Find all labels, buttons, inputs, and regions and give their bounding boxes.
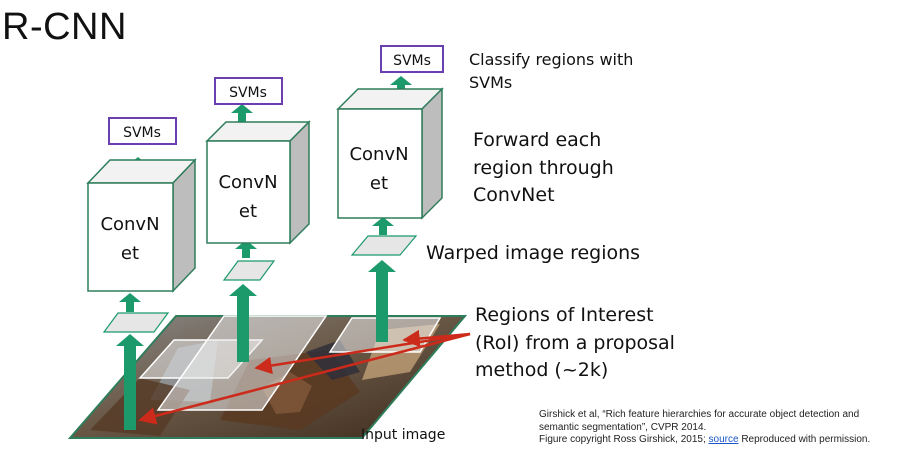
roi-arrow-3 [402, 329, 471, 348]
roi-pointer-arrows [138, 329, 471, 425]
citation-line1: Girshick et al, “Rich feature hierarchie… [539, 409, 860, 420]
arrow-convnet-to-svm-2 [231, 104, 253, 128]
arrow-input-to-warped-1 [116, 334, 144, 430]
svm-box-1: SVMs [108, 117, 177, 145]
svm-annotation-line2: SVMs [469, 73, 513, 93]
convnet-box-2: ConvN et [205, 120, 311, 245]
svm-annotation: Classify regions with SVMs [469, 48, 633, 94]
svm-annotation-line1: Classify regions with [469, 50, 634, 69]
convnet-1-label-line1: ConvN [100, 214, 159, 235]
citation-line2: semantic segmentation”, CVPR 2014. [539, 421, 707, 433]
roi-arrow-1 [138, 332, 471, 425]
citation: Girshick et al, “Rich feature hierarchie… [539, 409, 909, 447]
arrow-warped-to-convnet-2 [235, 240, 257, 258]
arrow-input-to-warped-3 [368, 260, 396, 342]
forward-annotation-line3: ConvNet [473, 184, 555, 207]
svm-3-label: SVMs [393, 53, 431, 69]
slide-title: R-CNN [2, 6, 127, 48]
roi-region-middle [156, 315, 328, 411]
arrow-warped-to-convnet-1 [119, 293, 141, 312]
convnet-2-label-line1: ConvN [218, 172, 277, 193]
convnet-box-3: ConvN et [336, 87, 444, 220]
input-image-label: Input image [361, 427, 446, 443]
citation-line3: Figure copyright Ross Girshick, 2015; so… [539, 434, 909, 447]
svm-box-3: SVMs [380, 45, 444, 73]
warped-regions [102, 235, 418, 333]
citation-line3-prefix: Figure copyright Ross Girshick, 2015; [539, 434, 706, 445]
convnet-2-label-line2: et [239, 201, 257, 222]
roi-annotation: Regions of Interest (RoI) from a proposa… [475, 302, 675, 385]
svm-1-label: SVMs [123, 125, 161, 141]
region-proposals [138, 315, 442, 411]
forward-annotation-line2: region through [473, 156, 614, 179]
arrow-warped-to-convnet-3 [372, 217, 394, 235]
roi-annotation-line3: method (~2k) [475, 359, 609, 382]
convnet-1-label-line2: et [121, 243, 139, 264]
warped-region-1 [102, 312, 170, 333]
svm-box-2: SVMs [214, 77, 283, 105]
convnet-box-1: ConvN et [86, 158, 197, 293]
roi-annotation-line2: (RoI) from a proposal [475, 331, 675, 354]
roi-annotation-line1: Regions of Interest [475, 304, 654, 326]
forward-annotation: Forward each region through ConvNet [473, 127, 614, 210]
citation-line3-suffix: Reproduced with permission. [741, 434, 871, 445]
svm-2-label: SVMs [229, 85, 267, 101]
warped-region-3 [350, 235, 418, 256]
warped-region-2 [222, 260, 276, 281]
convnet-3-label-line1: ConvN [349, 144, 408, 165]
convnet-3-label-line2: et [370, 173, 388, 194]
arrow-input-to-warped-2 [229, 284, 257, 362]
warped-annotation: Warped image regions [426, 242, 641, 264]
citation-source-link[interactable]: source [708, 434, 739, 445]
roi-arrow-2 [254, 332, 471, 375]
forward-annotation-line1: Forward each [473, 129, 602, 151]
